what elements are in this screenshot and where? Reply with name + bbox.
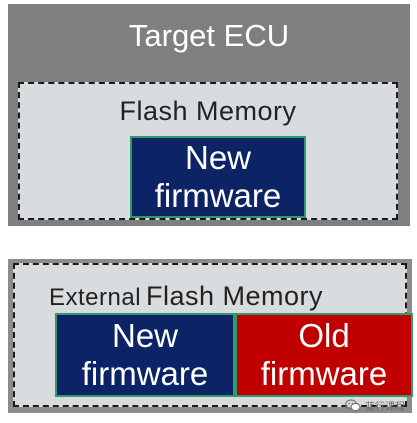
external-flash-memory-label: External Flash Memory — [49, 281, 323, 312]
new-firmware-line1: New — [184, 139, 252, 176]
old-firmware-line1: Old — [298, 317, 350, 354]
target-ecu-title: Target ECU — [128, 18, 290, 53]
flash-memory-label: Flash Memory — [119, 96, 297, 126]
flash-memory-box: Flash Memory New firmware — [18, 82, 398, 220]
external-flash-panel: External Flash Memory New firmware Old f… — [8, 259, 413, 413]
new-firmware-ext-line1: New — [111, 317, 179, 354]
target-ecu-panel: Target ECU Flash Memory New firmware — [8, 4, 410, 226]
external-flash-memory-box: External Flash Memory New firmware Old f… — [13, 263, 413, 407]
watermark-text: 蓝行课程 — [365, 402, 405, 413]
old-firmware-line2: firmware — [260, 355, 388, 392]
new-firmware-ext-line2: firmware — [81, 355, 209, 392]
old-firmware-block-external: Old firmware — [235, 313, 413, 397]
watermark: 蓝行课程 — [345, 398, 405, 413]
new-firmware-block-external: New firmware — [55, 313, 235, 397]
wechat-icon — [345, 399, 361, 412]
external-label-part1: External — [49, 284, 142, 311]
new-firmware-block-internal: New firmware — [130, 136, 306, 218]
external-label-part2: Flash Memory — [146, 281, 324, 311]
new-firmware-line2: firmware — [154, 177, 282, 214]
